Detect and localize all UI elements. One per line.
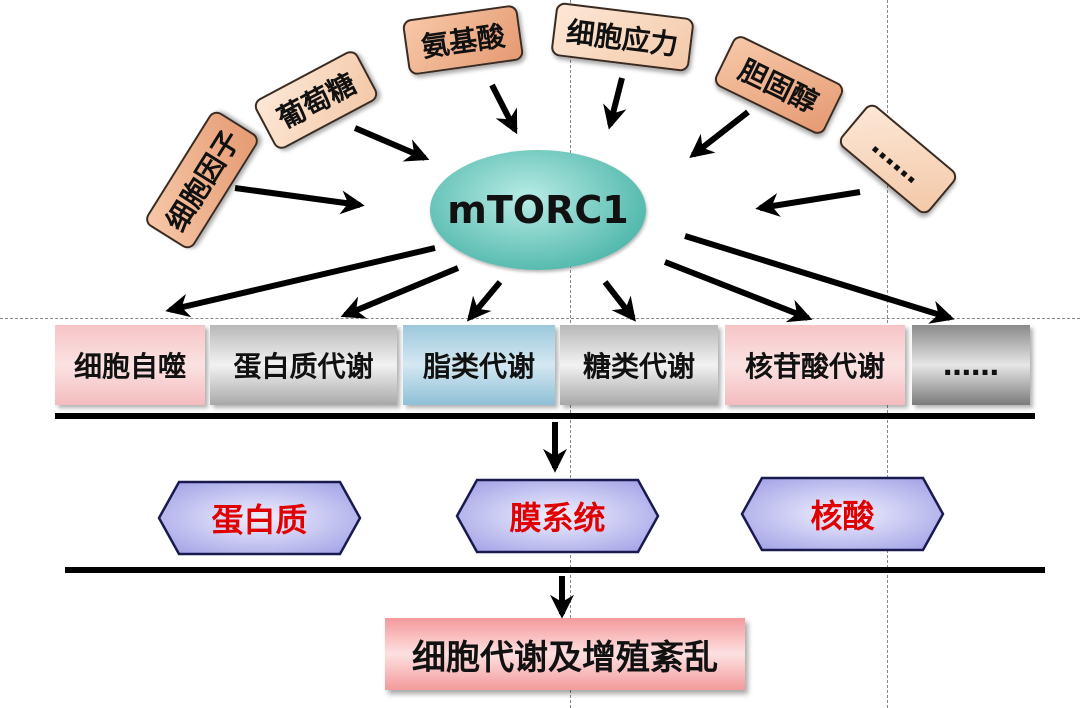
arrow-out — [684, 233, 955, 324]
outcome-label: 细胞代谢及增殖紊乱 — [412, 637, 718, 678]
process-label: …… — [943, 348, 999, 382]
product-label: 核酸 — [810, 497, 875, 535]
arrow-in — [234, 185, 365, 215]
process-nucleotide-metabolism: 核苷酸代谢 — [725, 325, 905, 405]
input-label: 细胞应力 — [564, 15, 680, 62]
arrow-in — [755, 189, 861, 217]
process-label: 脂类代谢 — [422, 350, 535, 383]
divider-bar — [55, 413, 1035, 419]
product-protein: 蛋白质 — [157, 480, 362, 556]
arrow-in — [353, 125, 430, 162]
process-autophagy: 细胞自噬 — [55, 325, 205, 405]
arrow-out — [602, 280, 636, 322]
process-label: 核苷酸代谢 — [744, 350, 885, 383]
product-nucleic-acid: 核酸 — [740, 476, 945, 552]
arrow-out — [663, 259, 813, 323]
arrow-out — [165, 245, 436, 318]
process-glucose-metabolism: 糖类代谢 — [560, 325, 718, 405]
arrow-in — [689, 109, 750, 158]
arrow-out — [466, 280, 503, 322]
process-protein-metabolism: 蛋白质代谢 — [210, 325, 397, 405]
arrow-in — [489, 83, 518, 135]
mtorc1-node: mTORC1 — [430, 150, 646, 270]
process-label: 糖类代谢 — [582, 350, 695, 383]
arrow-out — [340, 265, 460, 319]
guide-line-horizontal — [0, 318, 1080, 319]
process-label: 蛋白质代谢 — [233, 350, 374, 383]
product-label: 膜系统 — [509, 499, 606, 537]
mtorc1-label: mTORC1 — [447, 188, 629, 232]
product-label: 蛋白质 — [211, 501, 308, 539]
process-lipid-metabolism: 脂类代谢 — [403, 325, 555, 405]
outcome-box: 细胞代谢及增殖紊乱 — [385, 618, 745, 690]
product-membrane-system: 膜系统 — [455, 478, 660, 554]
process-label: 细胞自噬 — [73, 350, 186, 383]
input-label: 氨基酸 — [419, 19, 508, 64]
process-more: …… — [912, 325, 1030, 405]
divider-bar — [65, 567, 1045, 573]
arrow-in — [603, 77, 627, 130]
